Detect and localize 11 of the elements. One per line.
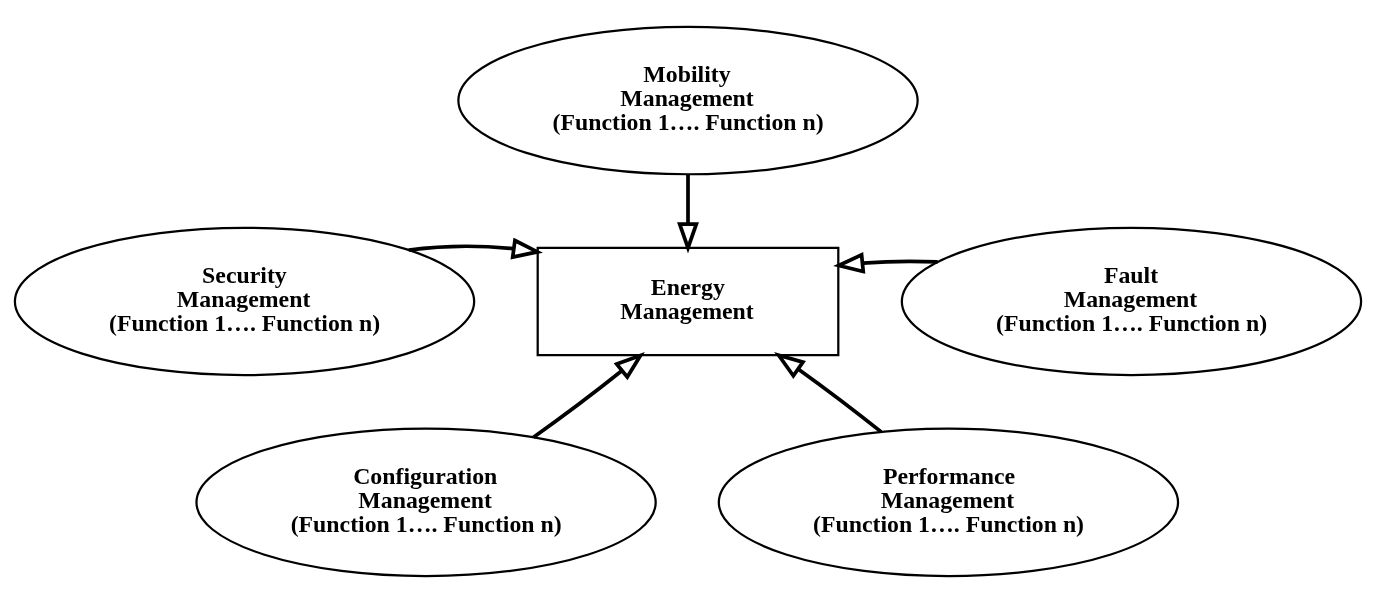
node-box: Energy Management bbox=[536, 246, 840, 356]
arrow bbox=[408, 237, 543, 259]
arrow bbox=[774, 351, 883, 433]
arrow bbox=[677, 174, 699, 253]
node-ellipse: Performance Management (Function 1…. Function n) bbox=[717, 427, 1180, 577]
arrow bbox=[532, 351, 645, 439]
node-ellipse: Configuration Management (Function 1…. Function n) bbox=[195, 427, 657, 577]
node-ellipse: Security Management (Function 1…. Function n) bbox=[13, 226, 476, 376]
node-ellipse: Fault Management (Function 1…. Function n) bbox=[900, 226, 1363, 376]
arrow bbox=[833, 251, 938, 274]
node-ellipse: Mobility Management (Function 1…. Function n) bbox=[457, 25, 919, 175]
